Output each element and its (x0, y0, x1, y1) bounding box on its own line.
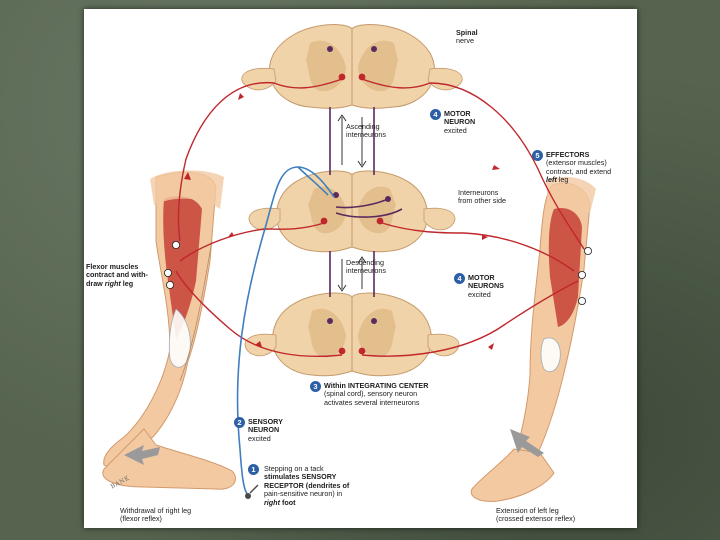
spinal-segment-middle (248, 170, 456, 253)
withdrawal-caption: Withdrawal of right leg (flexor reflex) (120, 506, 192, 524)
motor-neurons-bottom-label: MOTOR NEURONS excited (468, 273, 504, 299)
tack-icon (245, 493, 251, 499)
extend-arrow-icon (510, 429, 544, 457)
interneurons-other-label: Interneurons from other side (458, 188, 506, 206)
slide: Spinal nerve 4 MOTOR NEURON excited Asce… (84, 9, 637, 528)
spinal-nerve-line-2: nerve (456, 36, 474, 46)
descending-line-2: interneurons (346, 266, 386, 276)
motor-neuron-top-line-2: NEURON (444, 117, 476, 127)
sensory-line-1: SENSORY (248, 417, 283, 426)
sensory-line-3: excited (248, 433, 271, 443)
withdrawal-line-2: (flexor reflex) (120, 514, 162, 524)
interneurons-other-line-2: from other side (458, 196, 506, 206)
motor-arrowheads (184, 93, 500, 350)
effectors-em: left (546, 175, 557, 185)
stepping-line-5: right foot (264, 497, 349, 507)
stepping-line-3: RECEPTOR (dendrites of (264, 480, 350, 490)
spinal-nerve-line-1: Spinal (456, 28, 478, 37)
flexor-line-3: draw right leg (86, 278, 148, 288)
motor-neurons-bottom-line-3: excited (468, 289, 491, 299)
interneuron-somas (327, 46, 391, 324)
sensory-label: SENSORY NEURON excited (248, 417, 283, 443)
effectors-line-2: (extensor muscles) (546, 158, 607, 168)
extension-line-1: Extension of left leg (496, 506, 559, 515)
motor-neurons-bottom-line-2: NEURONS (468, 281, 504, 291)
muscle-plus-markers (164, 240, 592, 305)
spinal-segment-top (241, 24, 463, 109)
motor-neuron-somas (320, 73, 384, 355)
flexor-tail: leg (120, 278, 134, 288)
ascending-label: Ascending interneurons (346, 122, 386, 140)
extension-line-2: (crossed extensor reflex) (496, 514, 576, 524)
ascending-line-2: interneurons (346, 130, 386, 140)
flexor-line-2: contract and with- (86, 270, 148, 280)
right-leg (102, 171, 236, 490)
step-1-badge: 1 (248, 464, 259, 475)
effectors-line-1: EFFECTORS (546, 150, 590, 159)
stepping-em: right (264, 497, 280, 507)
integrating-line-2: (spinal cord), sensory neuron (324, 389, 418, 399)
step-3-badge: 3 (310, 381, 321, 392)
step-4-badge-top: 4 (430, 109, 441, 120)
motor-neurons-bottom-line-1: MOTOR (468, 273, 495, 282)
flexor-em: right (104, 278, 121, 288)
flexor-label: Flexor muscles contract and with- draw r… (86, 262, 148, 288)
effectors-label: EFFECTORS (extensor muscles) contract, a… (546, 150, 612, 185)
interneuron-columns (329, 107, 403, 297)
motor-neuron-top-label: MOTOR NEURON excited (444, 109, 476, 135)
spinal-segment-bottom (244, 292, 460, 377)
withdraw-arrow-icon (124, 445, 160, 465)
interneurons-other-line-1: Interneurons (458, 188, 499, 197)
stepping-line-4: pain-sensitive neuron) in (264, 489, 343, 499)
left-leg (470, 182, 591, 502)
effectors-tail: leg (556, 175, 569, 185)
descending-line-1: Descending (346, 258, 384, 267)
motor-neuron-top-line-1: MOTOR (444, 109, 471, 118)
withdrawal-line-1: Withdrawal of right leg (120, 506, 192, 515)
step-5-badge: 5 (532, 150, 543, 161)
motor-pathways (175, 78, 585, 357)
effectors-line-3: contract, and extend (546, 166, 612, 176)
descending-label: Descending interneurons (346, 258, 386, 276)
ascending-line-1: Ascending (346, 122, 380, 131)
stepping-line-1: Stepping on a tack (264, 464, 324, 473)
integrating-label: Within INTEGRATING CENTER (spinal cord),… (324, 381, 429, 407)
stepping-label: Stepping on a tack stimulates SENSORY RE… (264, 464, 350, 507)
stepping-line-2: stimulates SENSORY (264, 472, 337, 482)
integrating-line-3: activates several interneurons (324, 397, 420, 407)
tack-pin (249, 484, 259, 494)
step-4-badge-bottom: 4 (454, 273, 465, 284)
direction-arrows (337, 114, 367, 292)
effectors-line-4: left leg (546, 176, 611, 184)
sensory-pathway (236, 166, 335, 496)
flexor-line-1: Flexor muscles (86, 262, 139, 271)
motor-neuron-top-line-3: excited (444, 125, 467, 135)
integrating-line-1: Within INTEGRATING CENTER (324, 381, 429, 390)
reflex-diagram (102, 24, 596, 502)
extension-caption: Extension of left leg (crossed extensor … (496, 506, 576, 524)
sensory-line-2: NEURON (248, 425, 280, 435)
flexor-tail-pre: draw (86, 278, 105, 288)
stepping-tail: foot (279, 497, 296, 507)
spinal-nerve-label: Spinal nerve (456, 28, 478, 46)
step-2-badge: 2 (234, 417, 245, 428)
